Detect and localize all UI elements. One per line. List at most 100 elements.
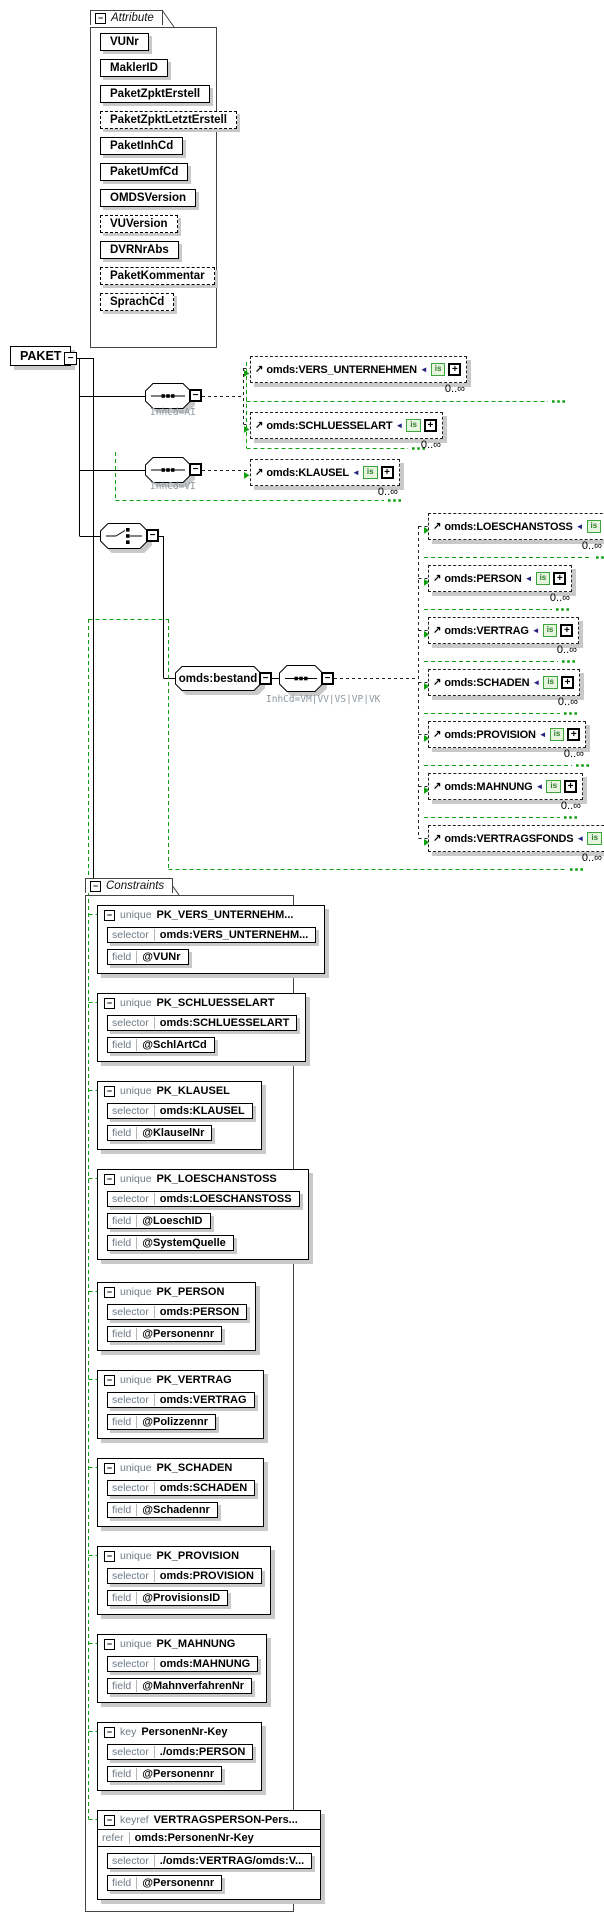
element-omds-schluesselart[interactable]: ↗omds:SCHLUESSELART◄is+ bbox=[250, 412, 443, 439]
collapse-toggle[interactable]: − bbox=[189, 463, 202, 476]
expand-toggle[interactable]: + bbox=[380, 466, 394, 479]
sequence-compositor-vi[interactable] bbox=[145, 457, 191, 483]
element-omds-klausel[interactable]: ↗omds:KLAUSEL◄is+ bbox=[250, 459, 400, 486]
attribute-panel-tab[interactable]: − Attribute bbox=[90, 10, 163, 25]
attribute-node-paketumfcd[interactable]: PaketUmfCd bbox=[100, 163, 189, 181]
field-box[interactable]: field@SchlArtCd bbox=[107, 1037, 215, 1053]
collapse-toggle[interactable]: − bbox=[104, 909, 115, 921]
expand-toggle[interactable]: + bbox=[560, 676, 574, 689]
collapse-toggle[interactable]: − bbox=[104, 1286, 115, 1298]
selector-box[interactable]: selector./omds:VERTRAG/omds:V... bbox=[107, 1853, 313, 1869]
attribute-node-omdsversion[interactable]: OMDSVersion bbox=[100, 189, 197, 207]
collapse-icon[interactable]: − bbox=[95, 12, 106, 24]
expand-toggle[interactable]: + bbox=[564, 780, 578, 793]
field-box[interactable]: field@Personennr bbox=[107, 1875, 223, 1891]
collapse-toggle[interactable]: − bbox=[104, 1726, 115, 1738]
expand-toggle[interactable]: + bbox=[423, 419, 437, 432]
expand-toggle[interactable]: + bbox=[448, 363, 462, 376]
attribute-node-vuversion[interactable]: VUVersion bbox=[100, 215, 178, 233]
attribute-node-maklerid[interactable]: MaklerID bbox=[100, 59, 168, 77]
collapse-toggle[interactable]: − bbox=[259, 672, 272, 685]
field-box[interactable]: field@VUNr bbox=[107, 949, 189, 965]
field-box[interactable]: field@MahnverfahrenNr bbox=[107, 1678, 253, 1694]
attribute-node-paketzpktletzterstell[interactable]: PaketZpktLetztErstell bbox=[100, 111, 237, 129]
attribute-node-vunr[interactable]: VUNr bbox=[100, 33, 149, 51]
collapse-toggle[interactable]: − bbox=[104, 1814, 115, 1826]
collapse-toggle[interactable]: − bbox=[146, 529, 159, 542]
element-omds-mahnung[interactable]: ↗omds:MAHNUNG◄is+ bbox=[428, 773, 584, 800]
attribute-node-sprachcd[interactable]: SprachCd bbox=[100, 293, 175, 311]
collapse-toggle[interactable]: − bbox=[189, 389, 202, 402]
field-box[interactable]: field@ProvisionsID bbox=[107, 1590, 229, 1606]
expand-toggle[interactable]: + bbox=[553, 572, 567, 585]
element-omds-vers-unternehmen[interactable]: ↗omds:VERS_UNTERNEHMEN◄is+ bbox=[250, 356, 468, 383]
expand-toggle[interactable]: + bbox=[567, 728, 581, 741]
field-box[interactable]: field@Personennr bbox=[107, 1326, 223, 1342]
attribute-node-paketzpkterstell[interactable]: PaketZpktErstell bbox=[100, 85, 211, 103]
element-omds-person[interactable]: ↗omds:PERSON◄is+ bbox=[428, 565, 573, 592]
element-omds-vertrag[interactable]: ↗omds:VERTRAG◄is+ bbox=[428, 617, 580, 644]
sequence-compositor-bestand[interactable] bbox=[279, 665, 323, 692]
collapse-toggle[interactable]: − bbox=[104, 1638, 115, 1650]
expand-toggle[interactable]: + bbox=[560, 624, 574, 637]
element-omds-provision[interactable]: ↗omds:PROVISION◄is+ bbox=[428, 721, 587, 748]
collapse-icon[interactable]: − bbox=[90, 880, 101, 892]
field-box[interactable]: field@Schadennr bbox=[107, 1502, 218, 1518]
collapse-toggle[interactable]: − bbox=[321, 672, 334, 685]
collapse-toggle[interactable]: − bbox=[104, 1374, 115, 1386]
element-omds-loeschanstoss[interactable]: ↗omds:LOESCHANSTOSS◄is+ bbox=[428, 513, 604, 540]
field-box[interactable]: field@Personennr bbox=[107, 1766, 223, 1782]
attribute-node-dvrnrabs[interactable]: DVRNrAbs bbox=[100, 241, 179, 259]
attribute-node-paketkommentar[interactable]: PaketKommentar bbox=[100, 267, 215, 285]
field-box[interactable]: field@LoeschID bbox=[107, 1213, 211, 1229]
sequence-compositor-ai[interactable] bbox=[145, 383, 191, 409]
selector-box[interactable]: selector./omds:PERSON bbox=[107, 1744, 254, 1760]
field-box[interactable]: field@Polizzennr bbox=[107, 1414, 216, 1430]
attribute-node-paketinhcd[interactable]: PaketInhCd bbox=[100, 137, 184, 155]
collapse-toggle[interactable]: − bbox=[104, 1085, 115, 1097]
constraints-panel-tab[interactable]: − Constraints bbox=[85, 878, 174, 893]
choice-compositor[interactable] bbox=[100, 523, 148, 549]
element-paket[interactable]: PAKET bbox=[10, 346, 72, 366]
collapse-toggle[interactable]: − bbox=[104, 997, 115, 1009]
element-omds-bestand[interactable]: omds:bestand bbox=[175, 666, 261, 691]
field-box[interactable]: field@SystemQuelle bbox=[107, 1235, 234, 1251]
field-box[interactable]: field@KlauselNr bbox=[107, 1125, 213, 1141]
element-omds-schaden[interactable]: ↗omds:SCHADEN◄is+ bbox=[428, 669, 580, 696]
collapse-toggle[interactable]: − bbox=[104, 1550, 115, 1562]
collapse-toggle[interactable]: − bbox=[104, 1462, 115, 1474]
element-omds-vertragsfonds[interactable]: ↗omds:VERTRAGSFONDS◄is+ bbox=[428, 825, 604, 852]
collapse-toggle[interactable]: − bbox=[64, 352, 77, 365]
collapse-toggle[interactable]: − bbox=[104, 1173, 115, 1185]
